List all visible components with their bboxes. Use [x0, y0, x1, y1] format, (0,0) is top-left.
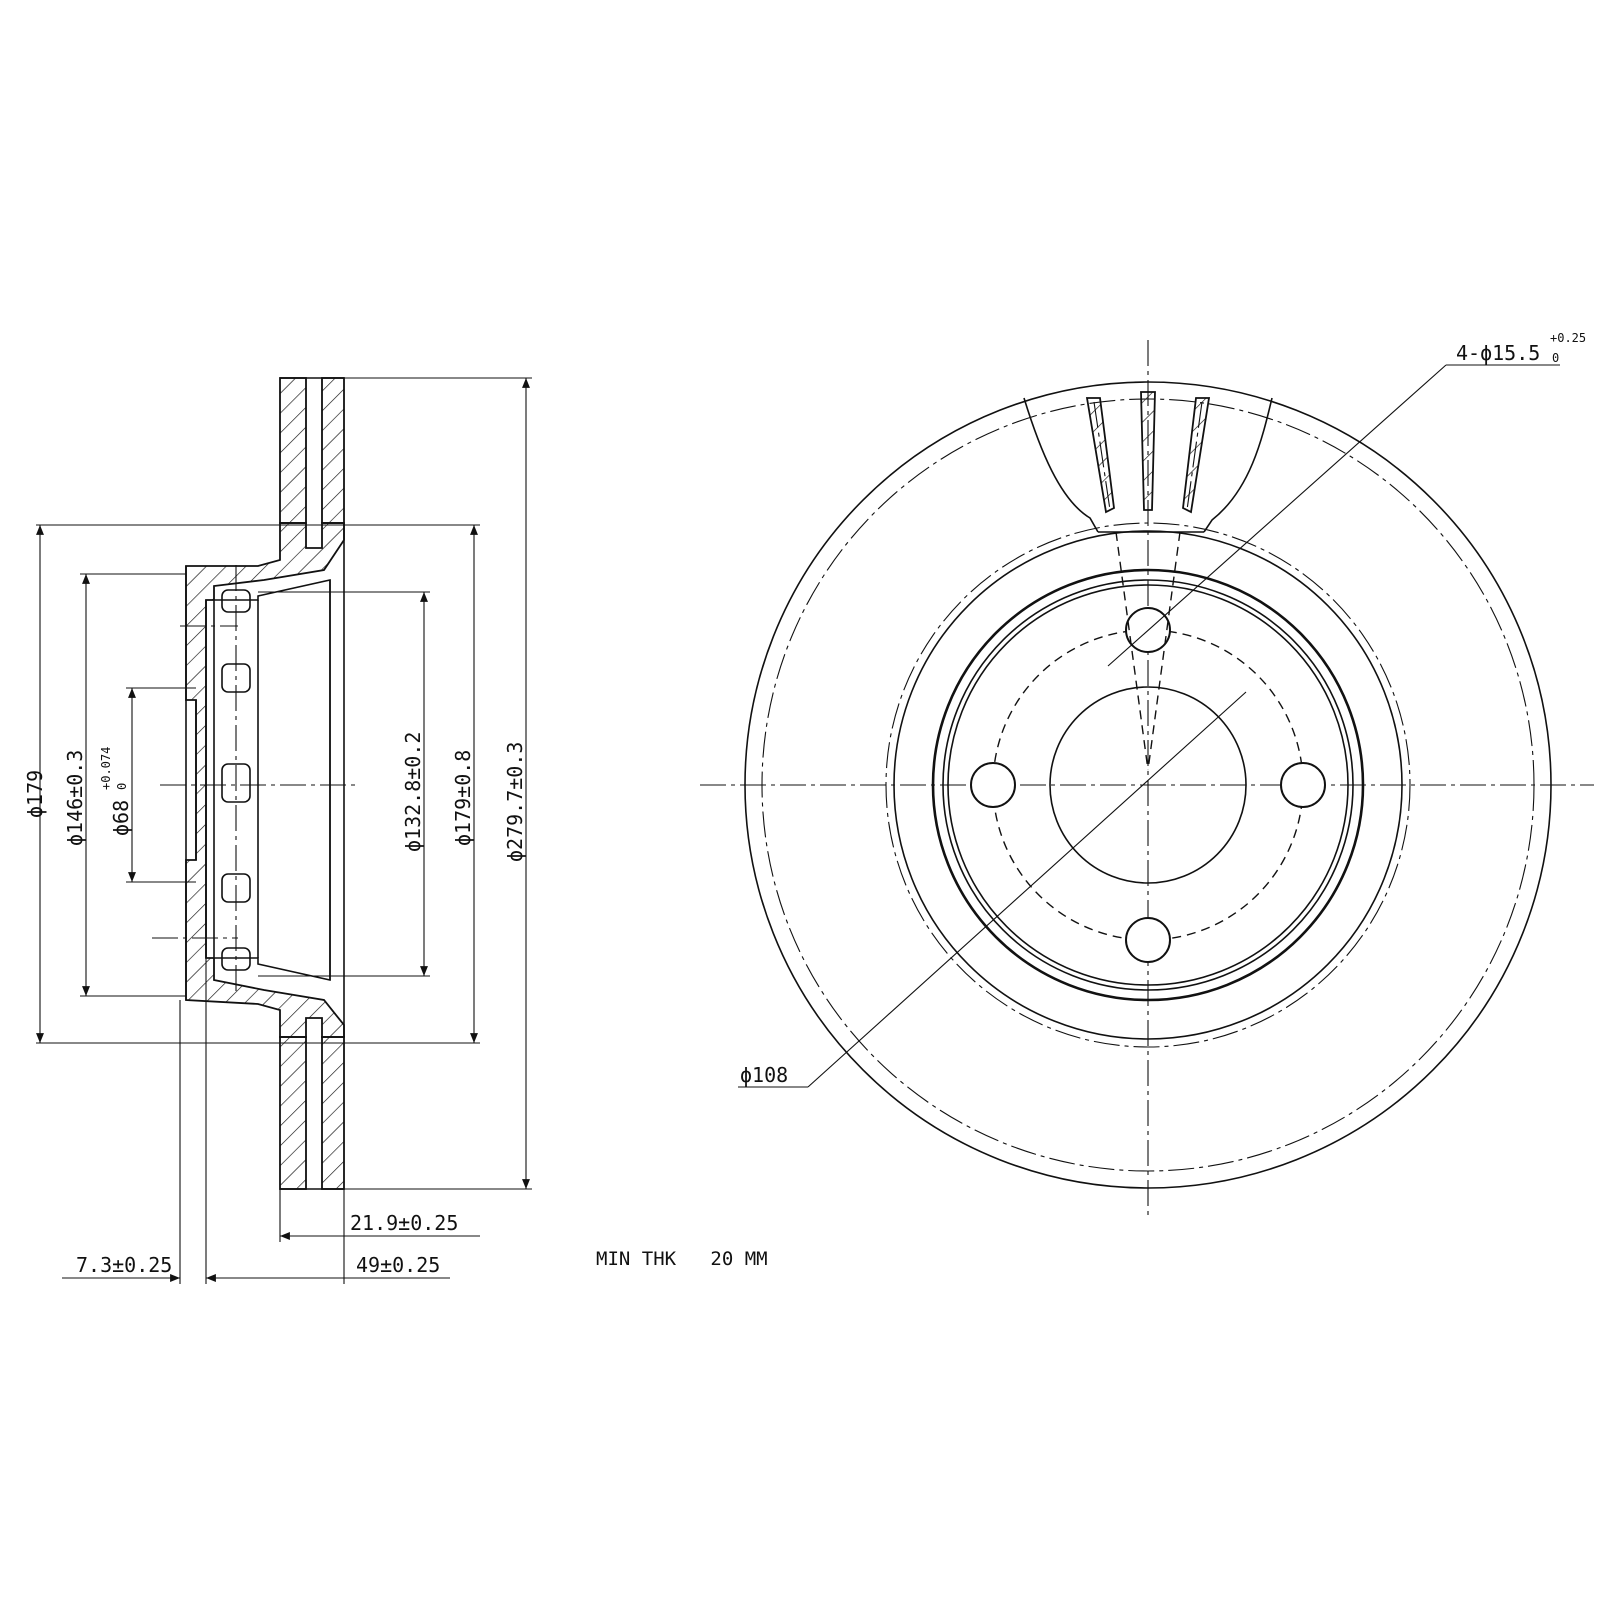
vane-cutaway [1023, 391, 1273, 771]
dim-bolt-holes: 4-ϕ15.5 [1456, 341, 1540, 365]
side-section-view: ϕ179 ϕ146±0.3 ϕ68 +0.074 0 ϕ132.8±0.2 ϕ1… [23, 377, 532, 1284]
dim-phi68-tol-upper: +0.074 [99, 747, 113, 790]
hat-bolt-slots [221, 565, 251, 995]
min-thickness-note: MIN THK 20 MM [596, 1248, 768, 1270]
dim-phi179-tol: ϕ179±0.8 [451, 750, 475, 846]
side-dimension-texts: ϕ179 ϕ146±0.3 ϕ68 +0.074 0 ϕ132.8±0.2 ϕ1… [23, 732, 527, 1277]
front-dimension-texts: 4-ϕ15.5 +0.25 0 ϕ108 [740, 331, 1586, 1087]
dim-bolt-holes-tol-lower: 0 [1552, 351, 1559, 365]
dim-pcd: ϕ108 [740, 1063, 788, 1087]
dim-phi146: ϕ146±0.3 [63, 750, 87, 846]
bolt-holes [970, 607, 1326, 963]
hat-outer-circle [931, 568, 1365, 1002]
leader-lines [738, 364, 1560, 1088]
bolt-hole-bottom [1125, 917, 1171, 963]
bolt-hole-left [970, 762, 1016, 808]
dim-phi279: ϕ279.7±0.3 [503, 742, 527, 862]
dim-phi132: ϕ132.8±0.2 [401, 732, 425, 852]
dim-phi68-tol-lower: 0 [115, 783, 129, 790]
dim-offset: 7.3±0.25 [76, 1253, 172, 1277]
bolt-hole-right [1280, 762, 1326, 808]
dim-bolt-holes-tol-upper: +0.25 [1550, 331, 1586, 345]
hat-section [185, 522, 345, 1038]
side-dimension-lines [36, 377, 532, 1284]
front-view: 4-ϕ15.5 +0.25 0 ϕ108 [700, 331, 1594, 1220]
dim-phi179-outer: ϕ179 [23, 770, 47, 818]
dim-phi68: ϕ68 [109, 800, 133, 836]
dim-height: 49±0.25 [356, 1253, 440, 1277]
friction-inner-dashdot [885, 522, 1411, 1048]
dim-thickness: 21.9±0.25 [350, 1211, 458, 1235]
rotor-outer-circle [744, 381, 1552, 1189]
center-bore-circle [1049, 686, 1247, 884]
